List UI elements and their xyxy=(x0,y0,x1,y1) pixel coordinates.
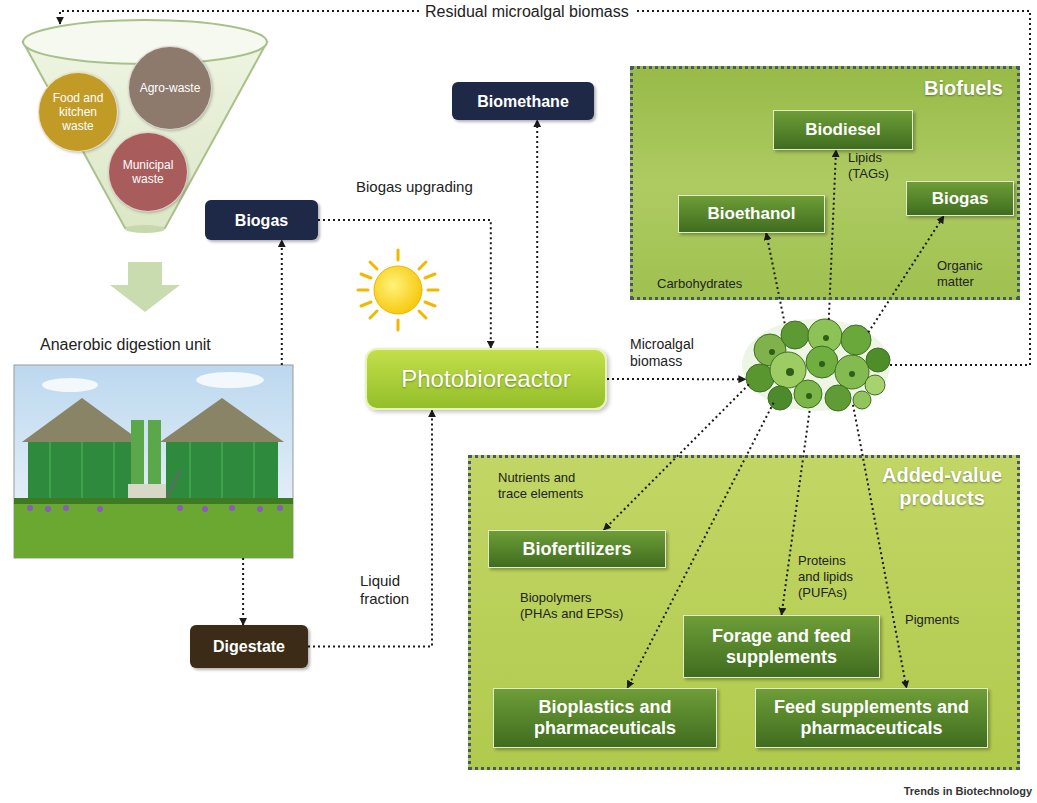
flow-arrow xyxy=(782,411,810,615)
product-box: Bioplastics and pharmaceuticals xyxy=(493,688,717,748)
edge-label: Organic matter xyxy=(937,258,997,290)
flow-arrow xyxy=(766,233,785,323)
box-label: Biofertilizers xyxy=(522,539,631,560)
edge-label: Proteins and lipids (PUFAs) xyxy=(798,553,864,601)
waste-circle: Agro-waste xyxy=(128,46,212,130)
box-label: Digestate xyxy=(213,637,285,656)
box-label: Municipal waste xyxy=(115,158,181,186)
microalgae-picture: Microalgal biomass xyxy=(742,319,890,411)
box-label: Biogas xyxy=(235,211,288,230)
picture-heading: Anaerobic digestion unit xyxy=(40,335,211,354)
product-box: Biomethane xyxy=(452,82,594,120)
flow-arrow xyxy=(308,410,432,647)
box-label: Forage and feed supplements xyxy=(692,626,871,668)
flow-arrow xyxy=(536,120,538,348)
flow-arrow xyxy=(318,220,491,348)
panel-heading: Added-value products xyxy=(877,464,1007,510)
panel-fill xyxy=(630,66,1020,300)
box-label: Agro-waste xyxy=(140,81,201,95)
box-label: Biodiesel xyxy=(805,120,881,140)
box-label: Food and kitchen waste xyxy=(45,91,111,133)
source-credit: Trends in Biotechnology xyxy=(904,784,1032,798)
edge-label: Biopolymers (PHAs and EPSs) xyxy=(520,590,630,622)
waste-circle: Municipal waste xyxy=(108,132,188,212)
sun-disc xyxy=(374,266,422,314)
box-label: Feed supplements and pharmaceuticals xyxy=(764,697,979,739)
funnel-outlet xyxy=(125,225,165,233)
flow-arrow xyxy=(242,558,244,625)
box-label: Bioplastics and pharmaceuticals xyxy=(502,697,708,739)
reactor-box: Photobioreactor xyxy=(365,348,607,410)
picture-heading: Microalgal biomass xyxy=(630,336,725,370)
product-box: Feed supplements and pharmaceuticals xyxy=(755,688,988,748)
waste-circle: Food and kitchen waste xyxy=(38,72,118,152)
product-box: Forage and feed supplements xyxy=(683,615,880,678)
panel-fill xyxy=(468,455,1020,770)
digester-picture: Anaerobic digestion unit xyxy=(14,365,293,558)
box-label: Biogas xyxy=(932,189,989,209)
feed-arrow xyxy=(110,262,180,312)
product-box: Bioethanol xyxy=(678,195,825,233)
flow-arrow xyxy=(829,150,836,320)
panel-heading: Biofuels xyxy=(924,77,1003,100)
flow-arrow xyxy=(868,216,944,333)
edge-label: Lipids (TAGs) xyxy=(848,150,898,182)
flow-arrow xyxy=(281,240,283,365)
box-label: Biomethane xyxy=(477,92,569,111)
flow-arrow xyxy=(607,378,746,380)
edge-label: Liquid fraction xyxy=(360,572,422,608)
edge-label: Carbohydrates xyxy=(657,276,742,292)
product-box: Biofertilizers xyxy=(488,530,666,568)
product-box: Digestate xyxy=(190,625,308,668)
sun-icon xyxy=(358,250,438,330)
edge-label: Pigments xyxy=(905,612,959,628)
edge-label: Nutrients and trace elements xyxy=(498,470,598,502)
product-box: Biodiesel xyxy=(773,110,913,150)
digester-photo xyxy=(14,365,293,558)
box-label: Bioethanol xyxy=(708,204,796,224)
product-box: Biogas xyxy=(906,181,1014,216)
microalgae-cells xyxy=(742,319,890,411)
product-box: Biogas xyxy=(205,200,318,240)
box-label: Photobioreactor xyxy=(401,365,570,393)
flow-note: Residual microalgal biomass xyxy=(420,2,634,21)
edge-label: Biogas upgrading xyxy=(356,178,473,196)
panel-fills xyxy=(468,66,1020,770)
